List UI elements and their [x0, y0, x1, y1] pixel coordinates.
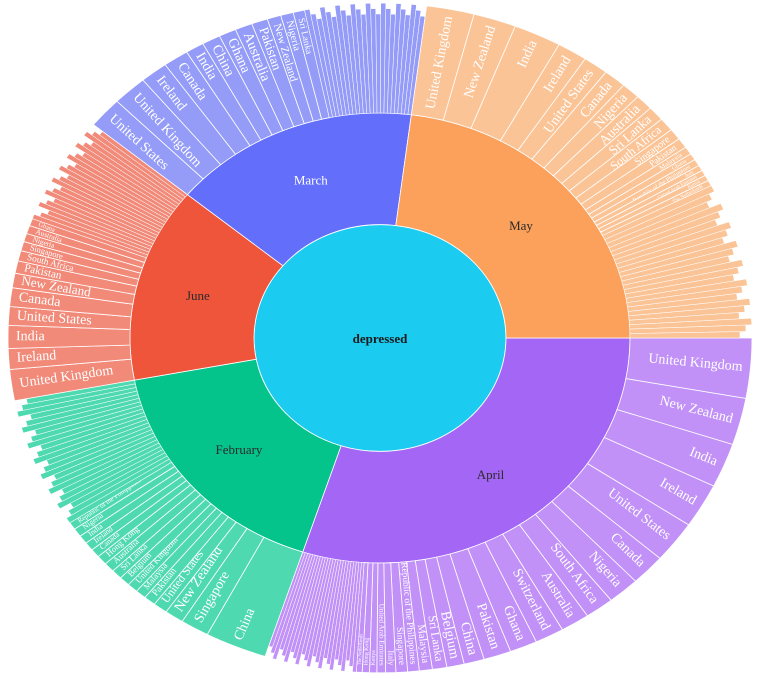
country-label: India: [16, 329, 46, 344]
country-label: The Netherlands: [358, 634, 365, 666]
month-label-march: March: [294, 173, 328, 188]
country-label: Kenya: [687, 179, 702, 191]
country-label: Italy: [684, 169, 695, 179]
country-label: Italy: [386, 650, 395, 666]
month-label-june: June: [186, 288, 210, 303]
country-label: United States: [16, 309, 92, 329]
country-label: Canada: [18, 290, 62, 310]
country-label: United Arab Emirates: [377, 604, 385, 666]
month-label-may: May: [509, 218, 533, 233]
country-label: Singapore: [394, 627, 406, 666]
country-label: Malaysia: [415, 624, 431, 664]
country-wedge-minor: [629, 331, 741, 339]
country-label: Ireland: [16, 348, 57, 365]
country-label: Hong Kong: [363, 638, 370, 666]
month-label-february: February: [216, 442, 263, 457]
center-node-label: depressed: [353, 331, 408, 346]
country-label: Kenya: [371, 650, 377, 666]
month-label-april: April: [477, 467, 505, 482]
